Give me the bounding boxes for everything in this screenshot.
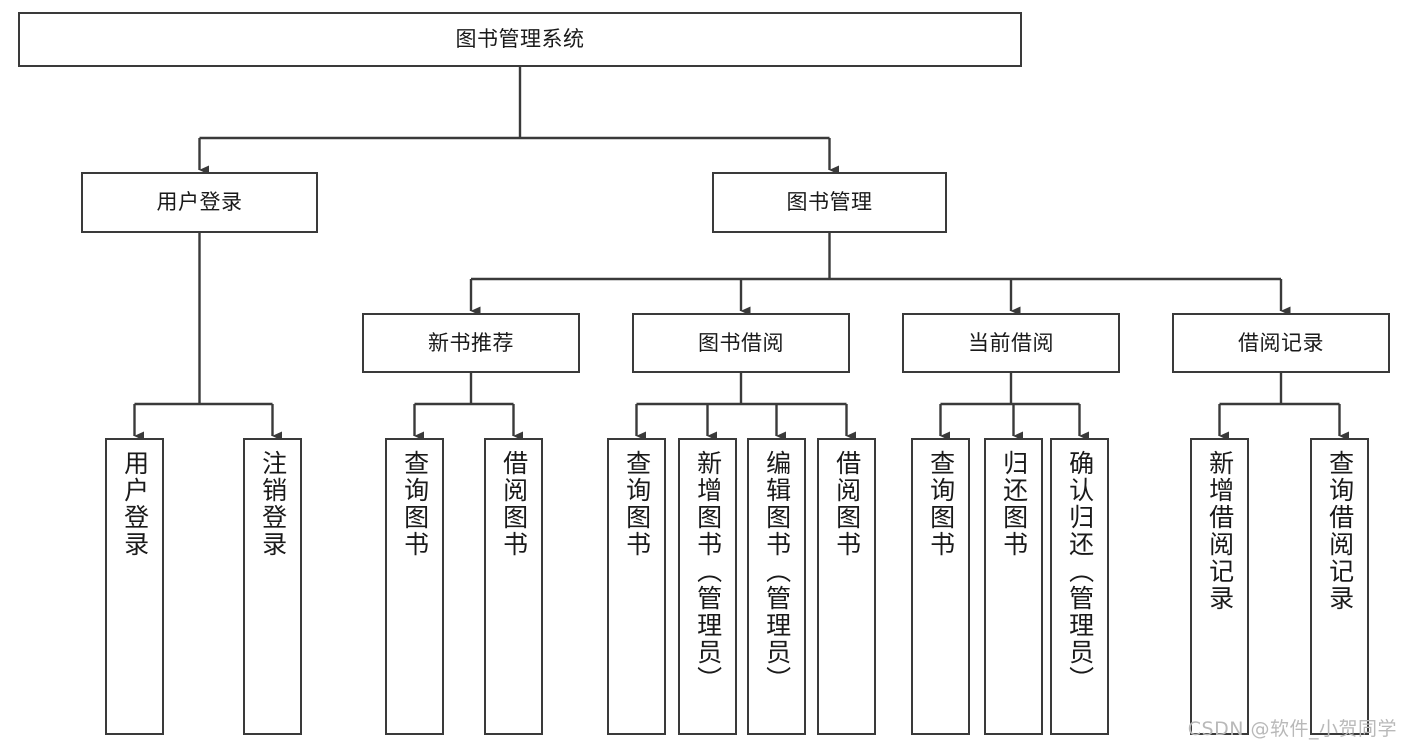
- node-l-return[interactable]: 归还图书: [984, 438, 1043, 735]
- node-l-edit[interactable]: 编辑图书（管理员）: [747, 438, 806, 735]
- node-label: 查询图书: [400, 450, 430, 558]
- node-l-b1[interactable]: 借阅图书: [484, 438, 543, 735]
- node-label: 归还图书: [999, 450, 1029, 558]
- node-l-addrec[interactable]: 新增借阅记录: [1190, 438, 1249, 735]
- node-l-add[interactable]: 新增图书（管理员）: [678, 438, 737, 735]
- node-label: 查询图书: [622, 450, 652, 558]
- node-l-q2[interactable]: 查询图书: [607, 438, 666, 735]
- node-label: 注销登录: [258, 450, 288, 558]
- node-label: 确认归还（管理员）: [1065, 450, 1095, 693]
- node-label: 查询借阅记录: [1325, 450, 1355, 612]
- node-label: 用户登录: [120, 450, 150, 558]
- node-label: 借阅图书: [832, 450, 862, 558]
- node-newbook[interactable]: 新书推荐: [362, 313, 580, 373]
- node-l-confirm[interactable]: 确认归还（管理员）: [1050, 438, 1109, 735]
- node-label: 编辑图书（管理员）: [762, 450, 792, 693]
- node-label: 新书推荐: [428, 330, 514, 355]
- node-label: 图书管理: [786, 190, 873, 215]
- node-login[interactable]: 用户登录: [81, 172, 318, 233]
- node-l-qrec[interactable]: 查询借阅记录: [1310, 438, 1369, 735]
- node-label: 借阅图书: [499, 450, 529, 558]
- node-records[interactable]: 借阅记录: [1172, 313, 1390, 373]
- node-label: 当前借阅: [968, 330, 1054, 355]
- node-current[interactable]: 当前借阅: [902, 313, 1120, 373]
- node-label: 借阅记录: [1238, 330, 1324, 355]
- node-borrow[interactable]: 图书借阅: [632, 313, 850, 373]
- node-label: 新增图书（管理员）: [693, 450, 723, 693]
- node-l-login[interactable]: 用户登录: [105, 438, 164, 735]
- node-l-b2[interactable]: 借阅图书: [817, 438, 876, 735]
- node-label: 用户登录: [156, 190, 243, 215]
- node-root[interactable]: 图书管理系统: [18, 12, 1022, 67]
- node-l-q1[interactable]: 查询图书: [385, 438, 444, 735]
- node-label: 查询图书: [926, 450, 956, 558]
- node-label: 图书管理系统: [455, 27, 585, 52]
- node-bookmgmt[interactable]: 图书管理: [712, 172, 947, 233]
- node-l-q3[interactable]: 查询图书: [911, 438, 970, 735]
- node-label: 新增借阅记录: [1205, 450, 1235, 612]
- node-l-logout[interactable]: 注销登录: [243, 438, 302, 735]
- node-label: 图书借阅: [698, 330, 784, 355]
- watermark: CSDN @软件_小贺同学: [1187, 718, 1397, 740]
- connector-paths: [133, 67, 1349, 441]
